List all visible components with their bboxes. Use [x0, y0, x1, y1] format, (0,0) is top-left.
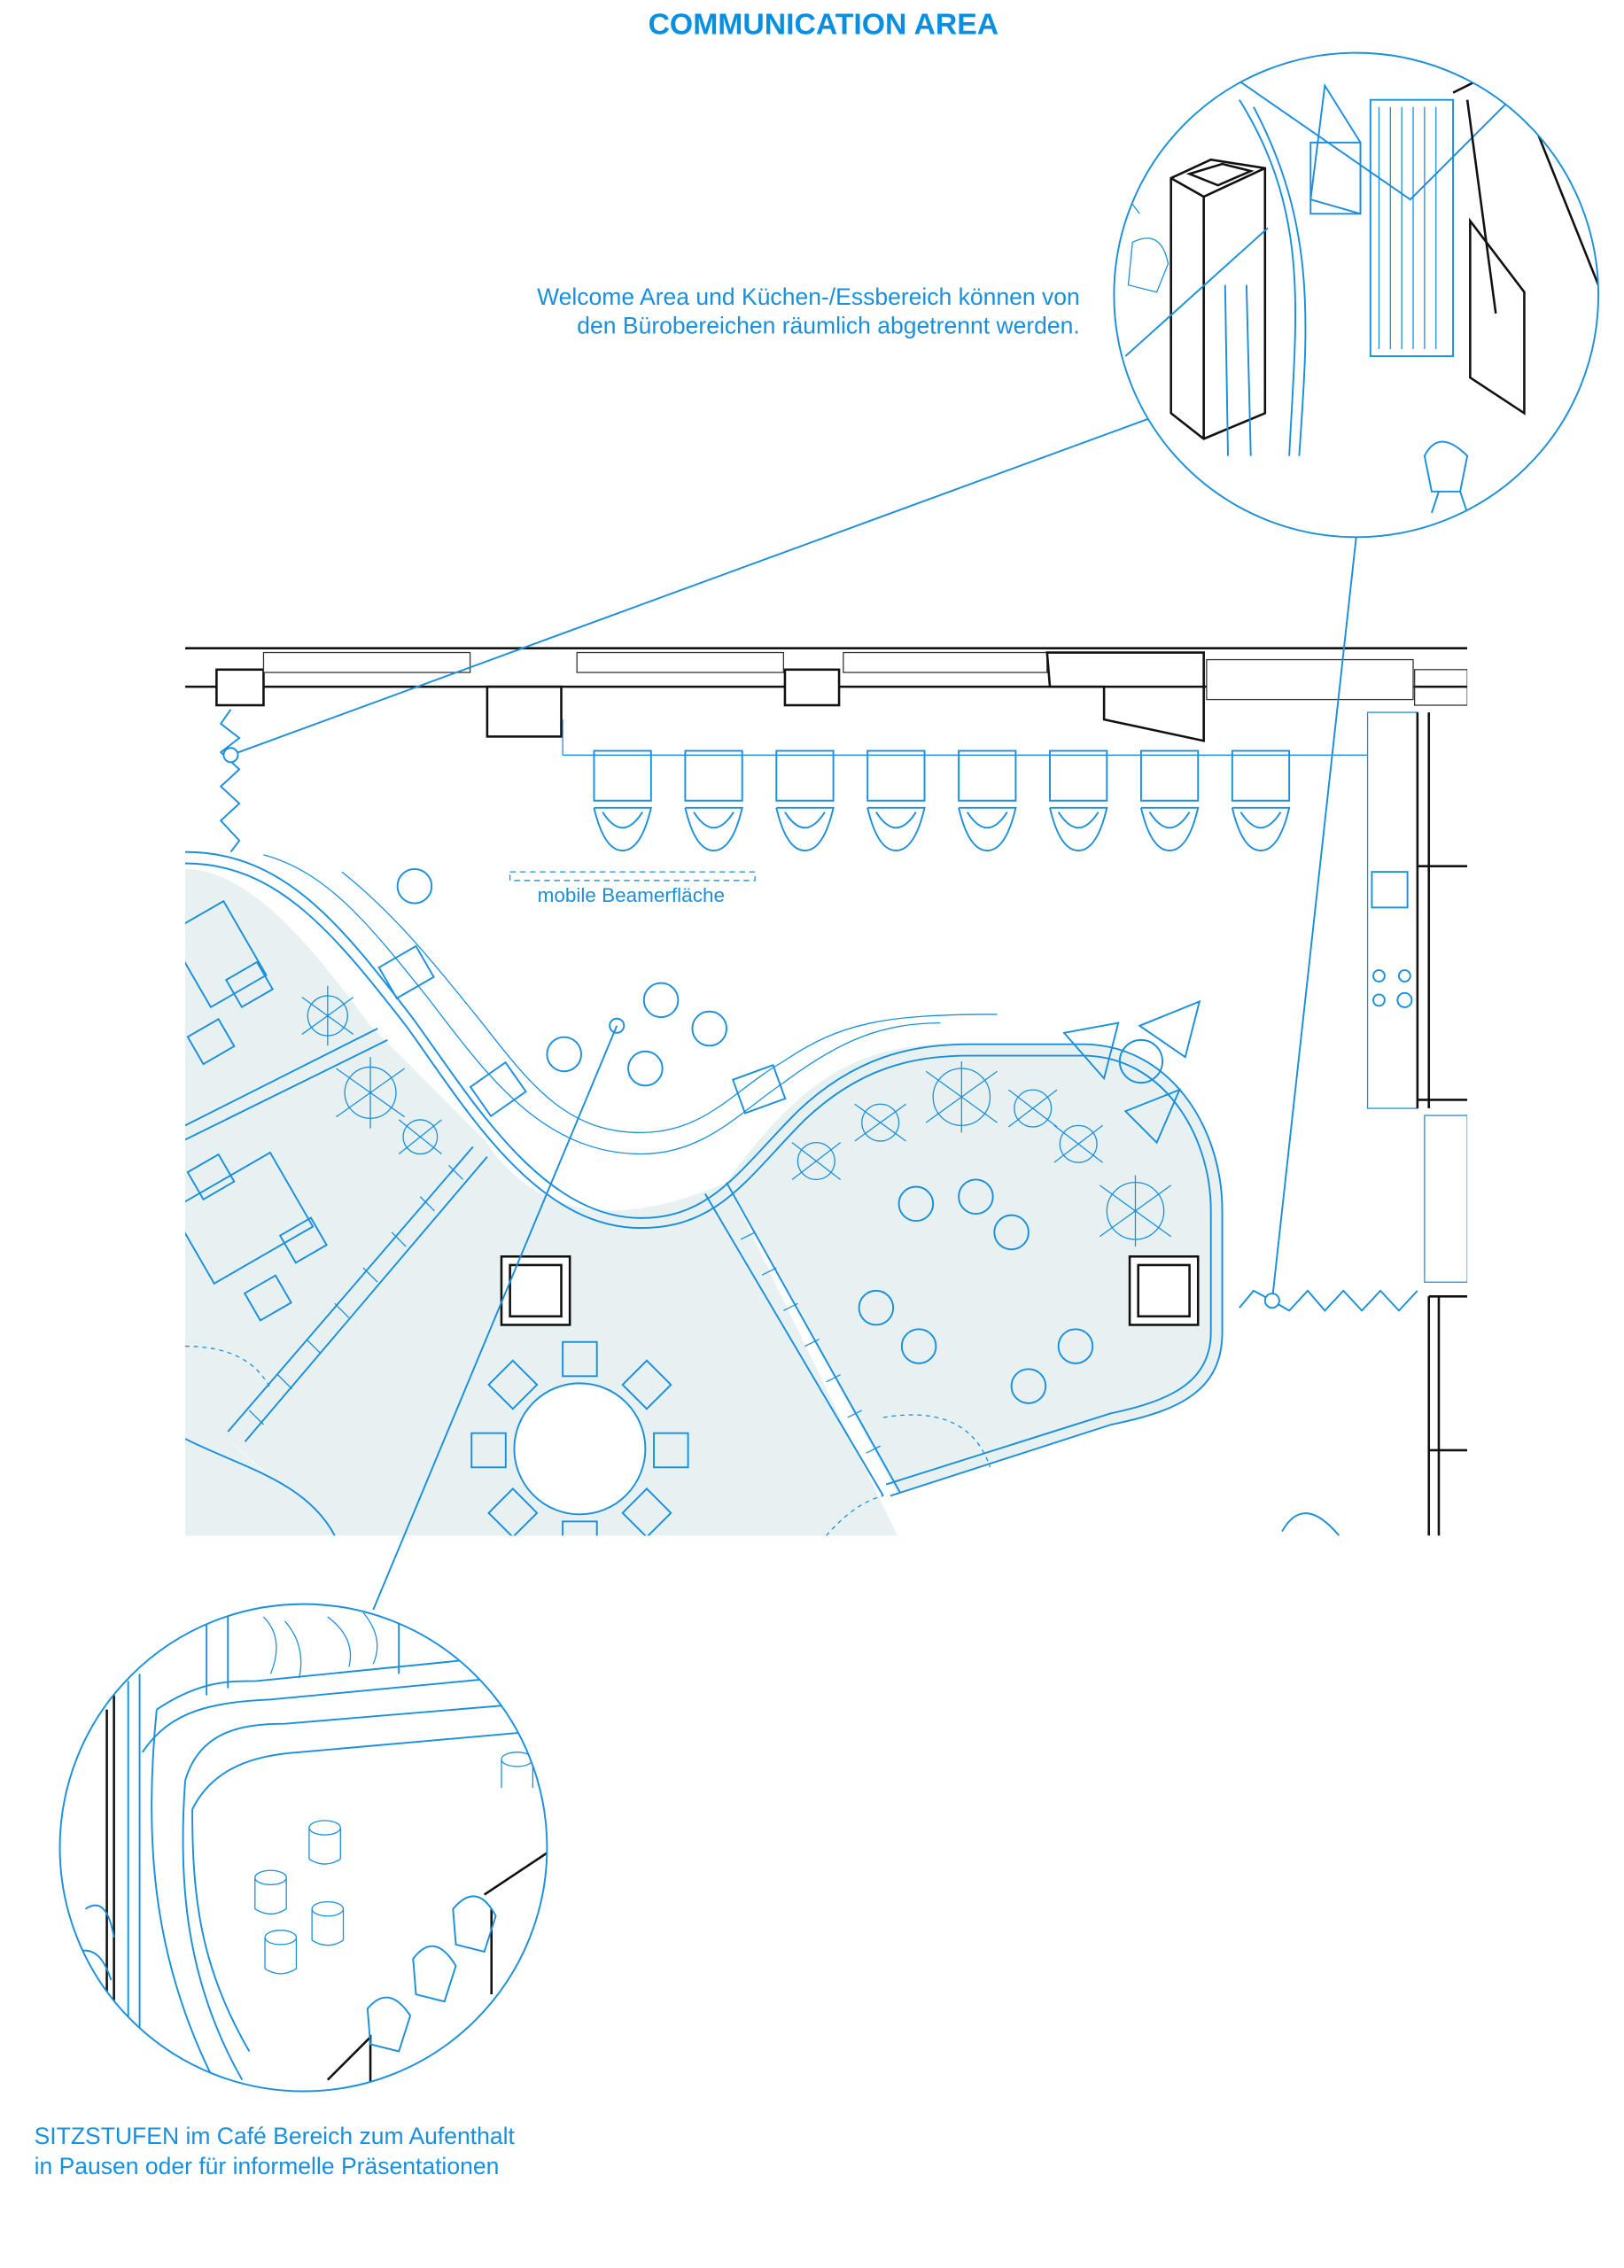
zone-center	[228, 1139, 897, 1536]
welcome-note-line-1: Welcome Area und Küchen-/Essbereich könn…	[537, 284, 1080, 310]
sitzstufen-note-line-2: in Pausen oder für informelle Präsentati…	[35, 2153, 500, 2179]
welcome-note-line-2: den Bürobereichen räumlich abgetrennt we…	[577, 312, 1080, 338]
plants	[301, 985, 1172, 1247]
zone-right	[727, 1044, 1223, 1494]
leader-lines	[222, 417, 1357, 1611]
detail-circle-welcome	[1113, 51, 1600, 539]
zone-left	[185, 868, 485, 1536]
floor-plan: mobile Beamerfläche	[185, 647, 1468, 1536]
bar-stools	[593, 750, 1291, 851]
sitzstufen-note-line-1: SITZSTUFEN im Café Bereich zum Aufenthal…	[35, 2123, 516, 2149]
page-title: COMMUNICATION AREA	[649, 8, 999, 42]
beamer-label: mobile Beamerfläche	[538, 884, 725, 906]
detail-circle-sitzstufen	[58, 1603, 548, 2093]
